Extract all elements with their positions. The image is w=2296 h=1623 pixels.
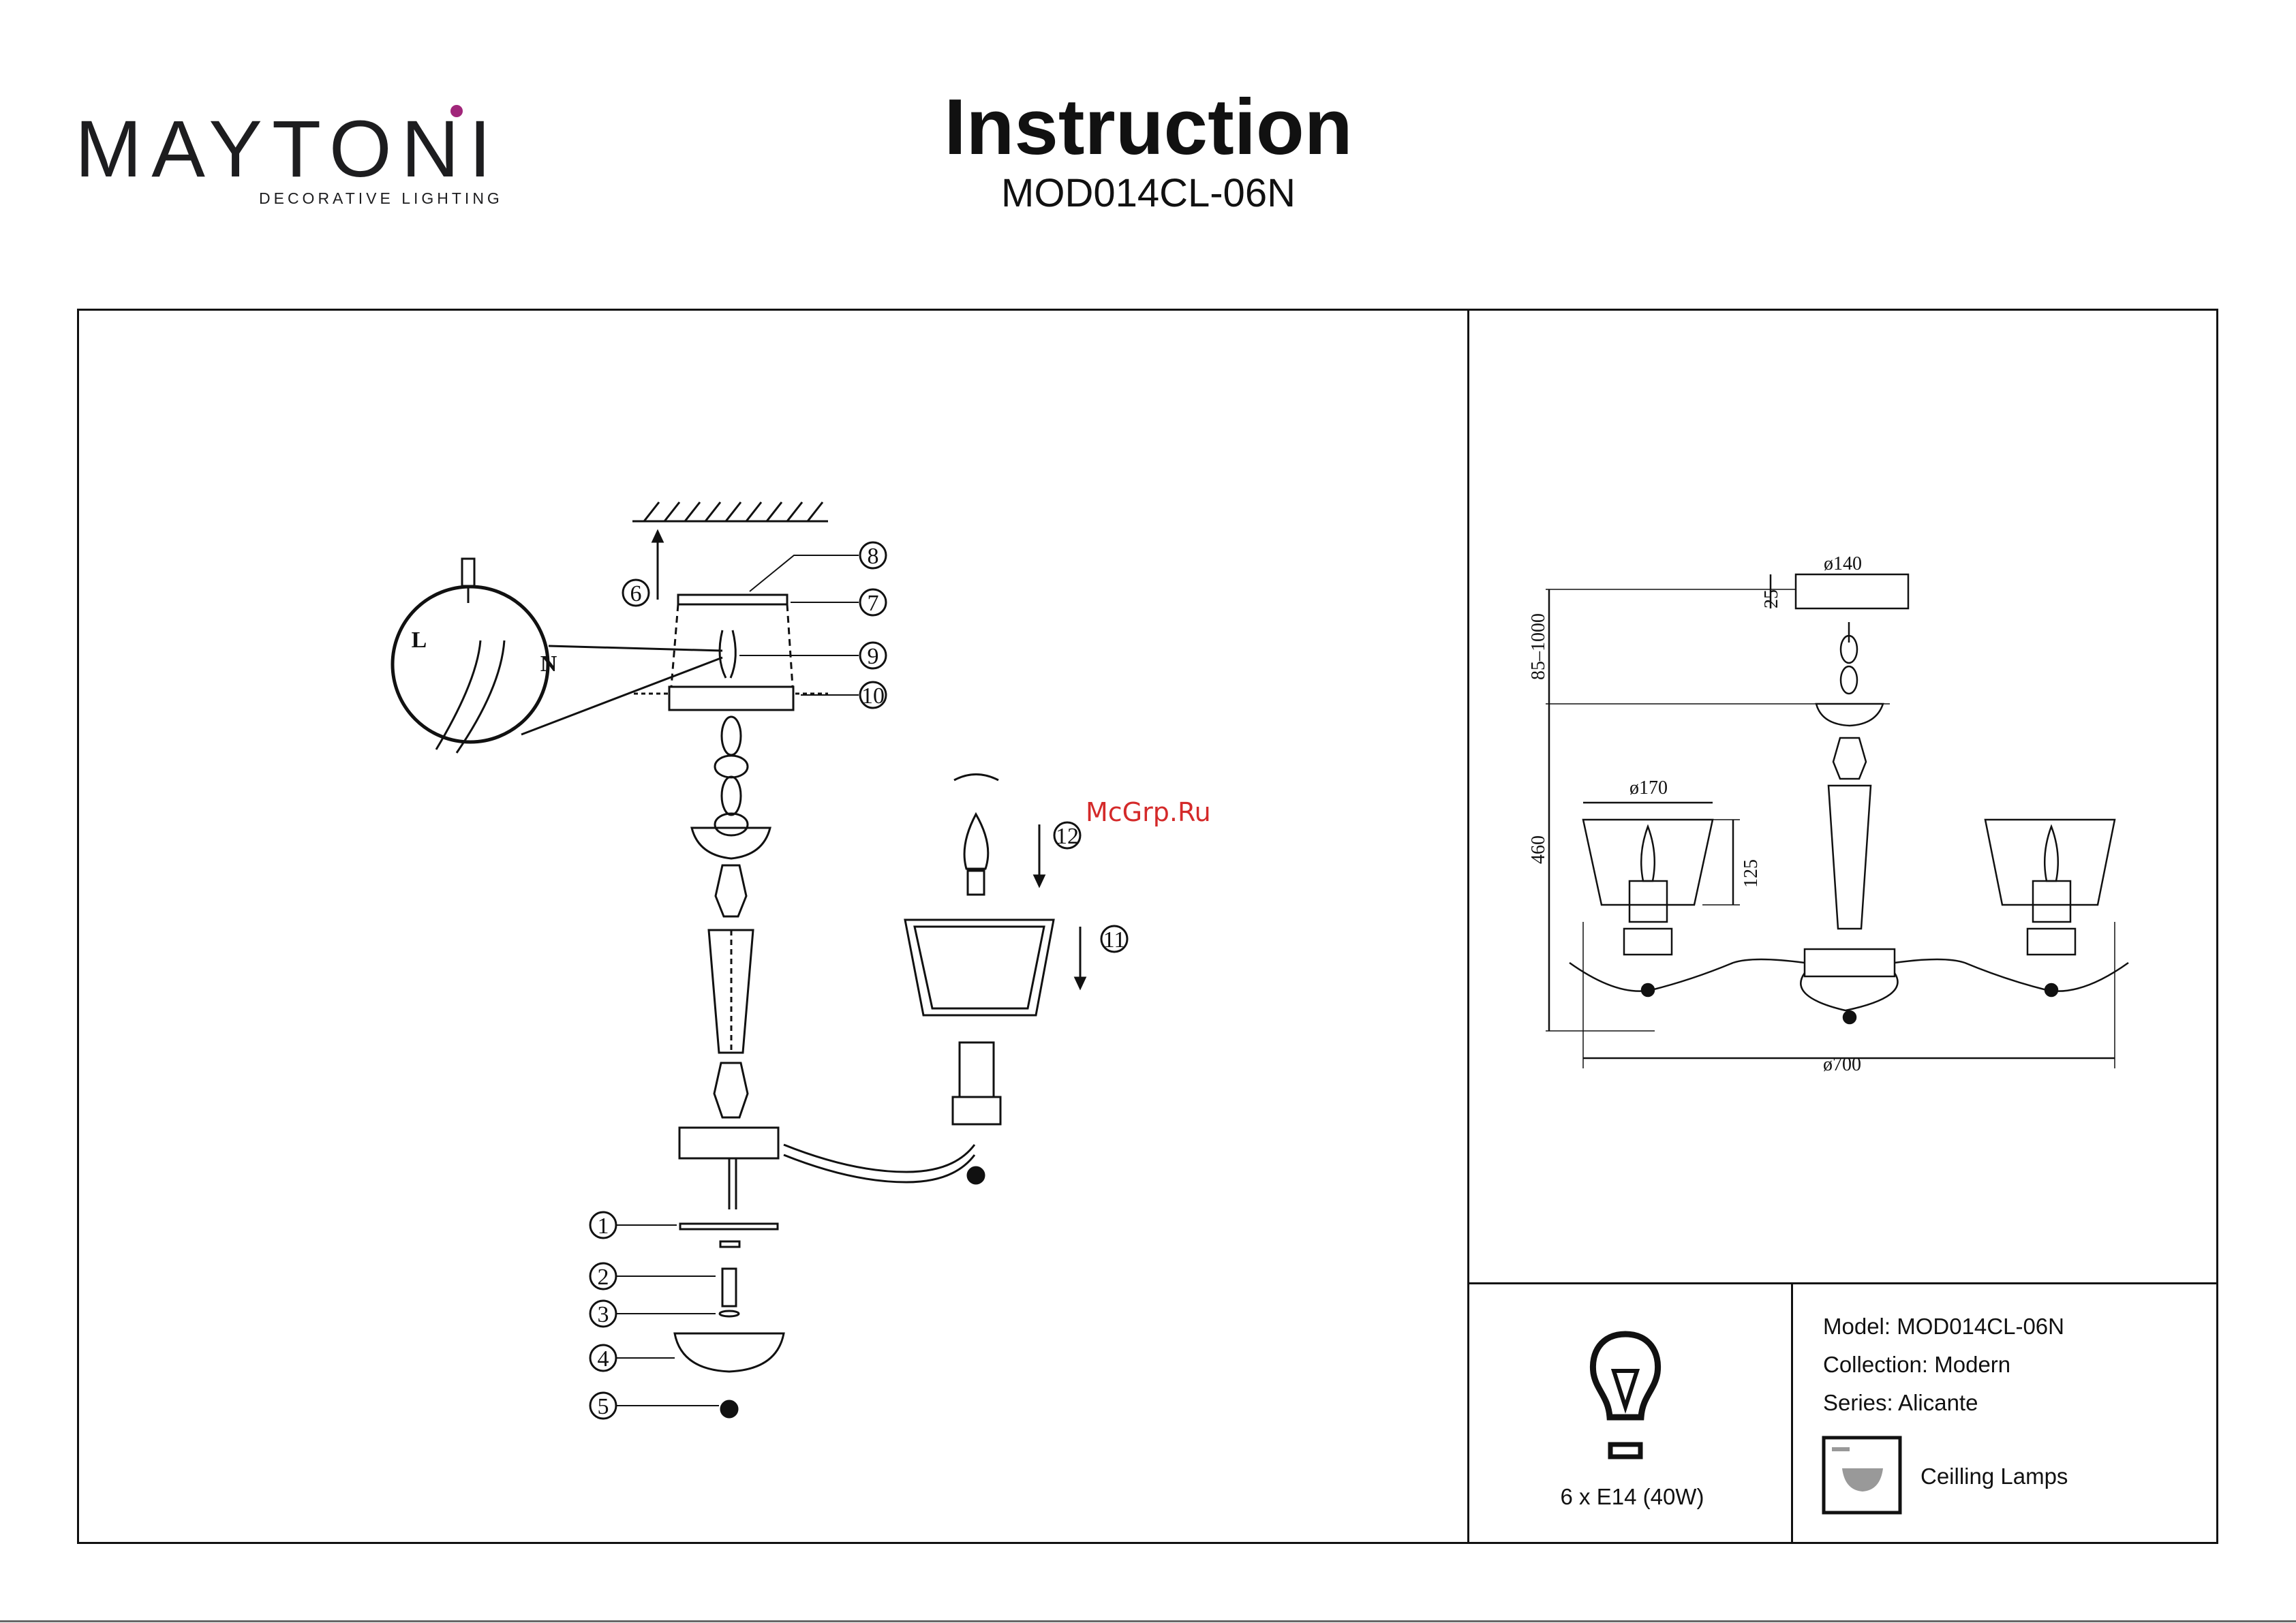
lamp-arm: [784, 1145, 975, 1172]
chain: [715, 717, 748, 835]
e14-bulb: [964, 814, 988, 869]
callout-10: 10: [861, 683, 885, 709]
dim-body-height: 460: [1528, 835, 1549, 864]
callout-1: 1: [598, 1214, 609, 1239]
watermark: McGrp.Ru: [1086, 797, 1211, 827]
dim-diameter: ø700: [1823, 1054, 1861, 1075]
wire-label-neutral: N: [540, 651, 557, 677]
canopy: [669, 687, 793, 710]
canopy-outline: [1796, 574, 1908, 608]
bulb-spec: 6 x E14 (40W): [1472, 1484, 1792, 1510]
dim-shade: ø170: [1629, 777, 1668, 799]
ceiling-surface: [632, 502, 828, 521]
page-bottom-rule: [0, 1620, 2296, 1622]
central-hub: [679, 1128, 778, 1158]
dim-canopy: ø140: [1824, 553, 1862, 574]
wire-label-live: L: [412, 628, 427, 653]
callout-6: 6: [630, 581, 642, 606]
dim-chain: 85–1000: [1528, 613, 1549, 680]
bulb-icon: [1588, 1329, 1663, 1465]
dimension-drawing: ø140 25 85–1000 460 ø170 125 ø700: [1467, 309, 2218, 1283]
callout-9: 9: [868, 644, 879, 669]
bulb-socket: [960, 1042, 994, 1097]
ceiling-lamp-icon: [1822, 1436, 1902, 1515]
spec-model: Model: MOD014CL-06N: [1823, 1314, 2064, 1340]
part-bowl: [675, 1333, 784, 1372]
callout-7: 7: [868, 591, 879, 616]
callout-11: 11: [1103, 927, 1126, 953]
callout-3: 3: [598, 1302, 609, 1327]
column-outline: [1828, 786, 1871, 929]
dim-shade-height: 125: [1741, 859, 1762, 888]
assembly-diagram: 1 2 3 4 5 6 7 8 9 10 11 12 L N: [0, 0, 1472, 1547]
spec-series: Series: Alicante: [1823, 1390, 1978, 1416]
callout-5: 5: [598, 1394, 609, 1419]
screwdriver-icon: [462, 559, 474, 586]
callout-8: 8: [868, 544, 879, 569]
part-plate: [680, 1224, 778, 1229]
dim-canopy-height: 25: [1761, 589, 1782, 608]
callout-12: 12: [1056, 824, 1079, 849]
callout-2: 2: [598, 1265, 609, 1290]
spec-category: Ceilling Lamps: [1920, 1464, 2068, 1489]
part-tube: [722, 1269, 736, 1306]
callout-4: 4: [598, 1346, 609, 1372]
spec-collection: Collection: Modern: [1823, 1352, 2010, 1378]
mounting-bar: [678, 595, 787, 604]
lampshade: [905, 920, 1054, 1015]
left-shade: [1583, 820, 1713, 905]
